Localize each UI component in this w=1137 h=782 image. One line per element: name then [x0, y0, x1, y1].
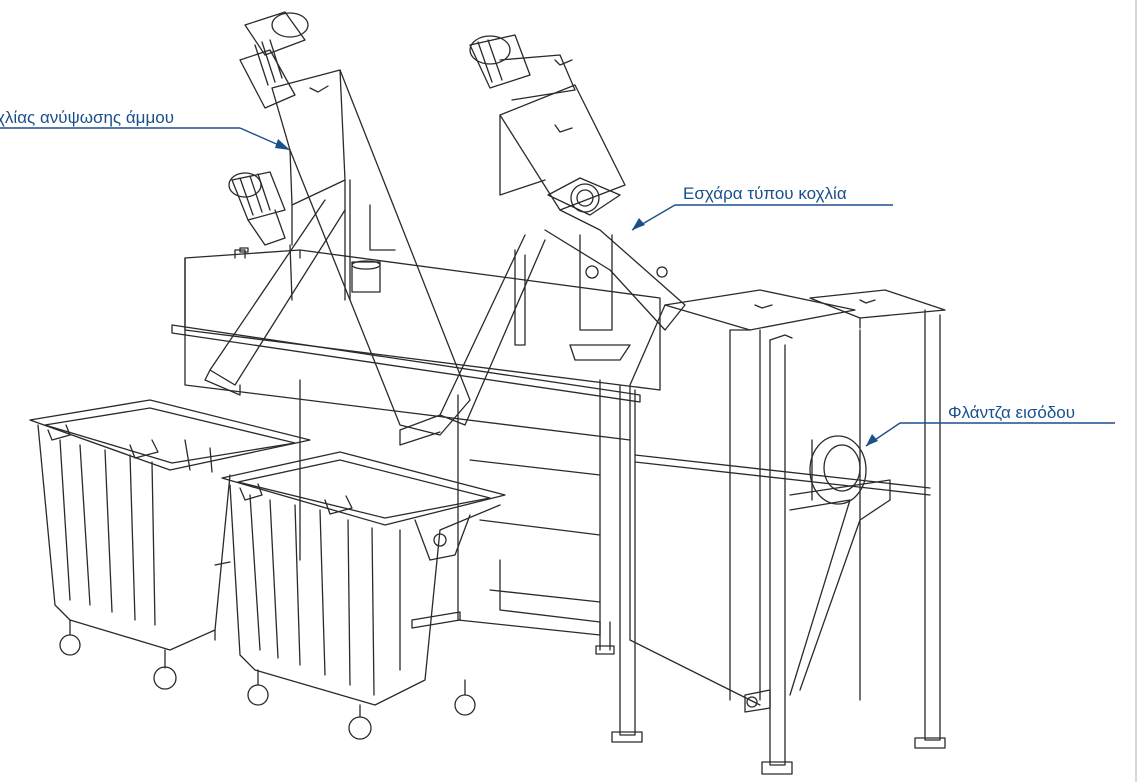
waste-bin-left	[29, 399, 311, 690]
main-tank	[171, 247, 661, 655]
label-sand-screw: χλίας ανύψωσης άμμου	[0, 108, 174, 127]
support-frame	[611, 309, 946, 775]
label-screw-screen: Εσχάρα τύπου κοχλία	[683, 184, 847, 203]
callout-sand-screw	[0, 127, 291, 151]
inlet-chamber	[629, 289, 946, 713]
callout-screw-screen	[631, 204, 893, 231]
callout-inlet-flange	[865, 422, 1115, 447]
screw-screen-assembly	[399, 34, 686, 446]
waste-bin-right	[221, 451, 506, 740]
grit-motor	[228, 171, 286, 246]
label-inlet-flange: Φλάντζα εισόδου	[948, 403, 1075, 422]
